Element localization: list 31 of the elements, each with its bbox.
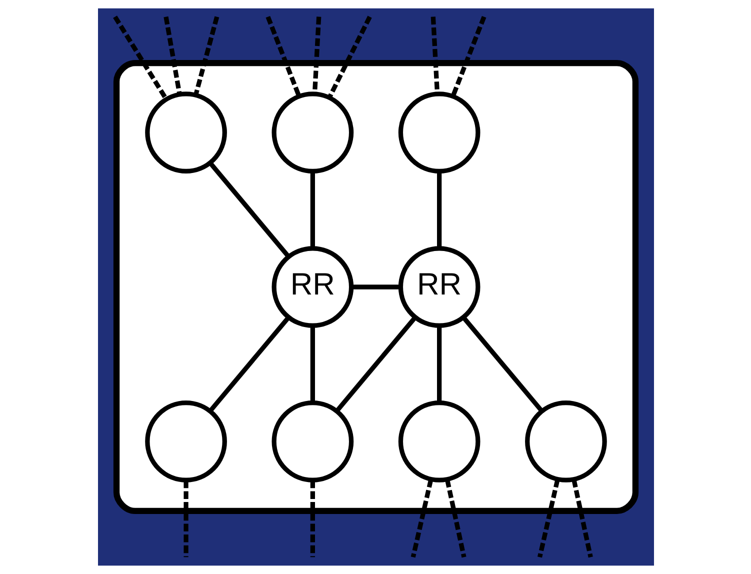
connector: [461, 316, 543, 412]
node-circle: RR: [271, 246, 354, 328]
node-circle: [398, 92, 480, 174]
node-circle: RR: [398, 246, 480, 328]
node-circle: [144, 400, 226, 482]
connector: [310, 480, 314, 558]
node-circle: [398, 400, 480, 482]
node-circle: [144, 92, 226, 174]
connector: [208, 316, 290, 412]
connector: [410, 479, 433, 558]
connector: [444, 479, 466, 558]
cluster: [112, 60, 638, 514]
connector: [208, 162, 290, 258]
connector: [326, 16, 372, 99]
connector: [351, 284, 400, 290]
node-circle: [271, 92, 354, 174]
connector: [571, 479, 592, 558]
connector: [112, 16, 168, 100]
connector: [310, 326, 314, 402]
node-circle: [271, 400, 354, 482]
connector: [436, 172, 442, 248]
connector: [265, 16, 301, 98]
connector: [163, 16, 182, 94]
connector: [310, 172, 314, 248]
node-circle: [524, 400, 606, 482]
connector: [536, 479, 560, 558]
connector: [334, 316, 416, 412]
connector: [450, 16, 486, 98]
connector: [183, 480, 188, 558]
connector: [192, 16, 219, 96]
connector: [436, 326, 442, 402]
